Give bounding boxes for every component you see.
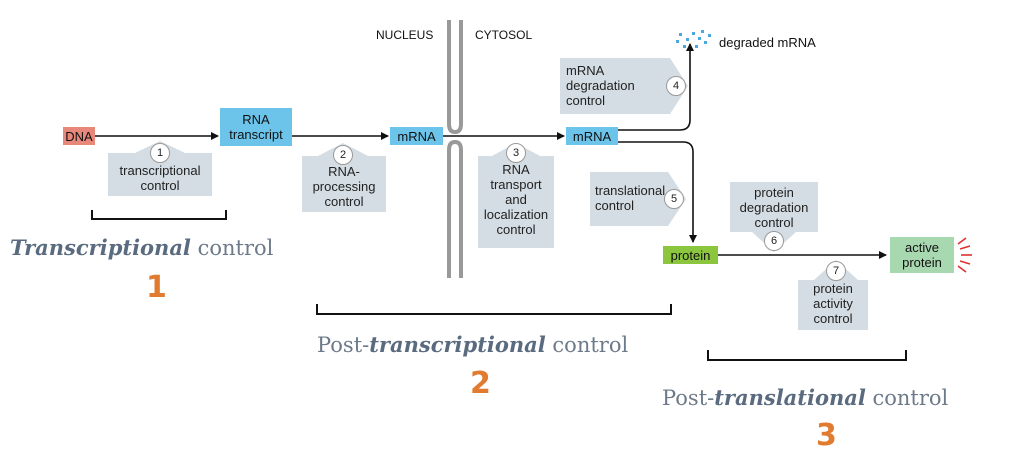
- step-3-number: 3: [506, 143, 526, 163]
- rna-transcript-line-2: transcript: [229, 127, 283, 142]
- degraded-mrna-icon: [676, 30, 711, 48]
- active-protein-box: active protein: [890, 237, 954, 273]
- nuclear-envelope: [447, 20, 463, 278]
- bracket-post-transcriptional: [316, 304, 672, 315]
- arrow-mrna-to-degradation: [618, 43, 694, 131]
- bracket-transcriptional: [91, 210, 227, 220]
- rna-transcript-box: RNA transcript: [220, 108, 292, 146]
- step-5-label: translational control: [595, 183, 666, 213]
- protein-box: protein: [663, 246, 718, 264]
- degraded-mrna-label: degraded mRNA: [719, 35, 816, 50]
- rna-transcript-line-1: RNA: [242, 112, 270, 127]
- group-transcriptional-label: Transcriptional control: [10, 235, 274, 260]
- group-post-translational-label: Post-translational control: [662, 385, 949, 410]
- step-2-label: RNA- processing control: [312, 164, 376, 209]
- group-post-transcriptional-number: 2: [470, 366, 491, 401]
- mrna-nucleus-box: mRNA: [390, 127, 443, 145]
- step-6-number: 6: [764, 231, 784, 251]
- step-4-label: mRNA degradation control: [566, 63, 635, 108]
- group-post-transcriptional-label: Post-transcriptional control: [317, 332, 629, 357]
- step-6-label: protein degradation control: [739, 185, 809, 230]
- mrna-cytosol-box: mRNA: [566, 127, 618, 145]
- nucleus-label: NUCLEUS: [376, 28, 434, 42]
- dna-box: DNA: [63, 127, 95, 145]
- step-7-number: 7: [826, 261, 846, 281]
- arrow-mrna-to-protein: [618, 141, 697, 243]
- active-protein-line-1: active: [905, 240, 939, 255]
- active-protein-line-2: protein: [902, 255, 942, 270]
- control-box-4: [560, 58, 688, 114]
- control-box-2: [302, 143, 386, 212]
- control-box-3: [478, 143, 554, 248]
- control-box-5: [590, 172, 686, 226]
- activity-burst-icon: [957, 237, 972, 273]
- control-box-1: [108, 141, 212, 196]
- group-post-translational-number: 3: [816, 418, 837, 453]
- control-box-6: [730, 182, 818, 252]
- step-3-label: RNA transport and localization control: [483, 162, 549, 237]
- step-5-number: 5: [664, 189, 684, 209]
- group-transcriptional-number: 1: [146, 270, 167, 305]
- step-1-label: transcriptional control: [119, 163, 201, 193]
- step-7-label: protein activity control: [813, 281, 853, 326]
- cytosol-label: CYTOSOL: [475, 28, 533, 42]
- step-2-number: 2: [333, 145, 353, 165]
- step-1-number: 1: [150, 143, 170, 163]
- control-box-7: [798, 260, 868, 330]
- step-4-number: 4: [666, 76, 686, 96]
- bracket-post-translational: [707, 350, 907, 361]
